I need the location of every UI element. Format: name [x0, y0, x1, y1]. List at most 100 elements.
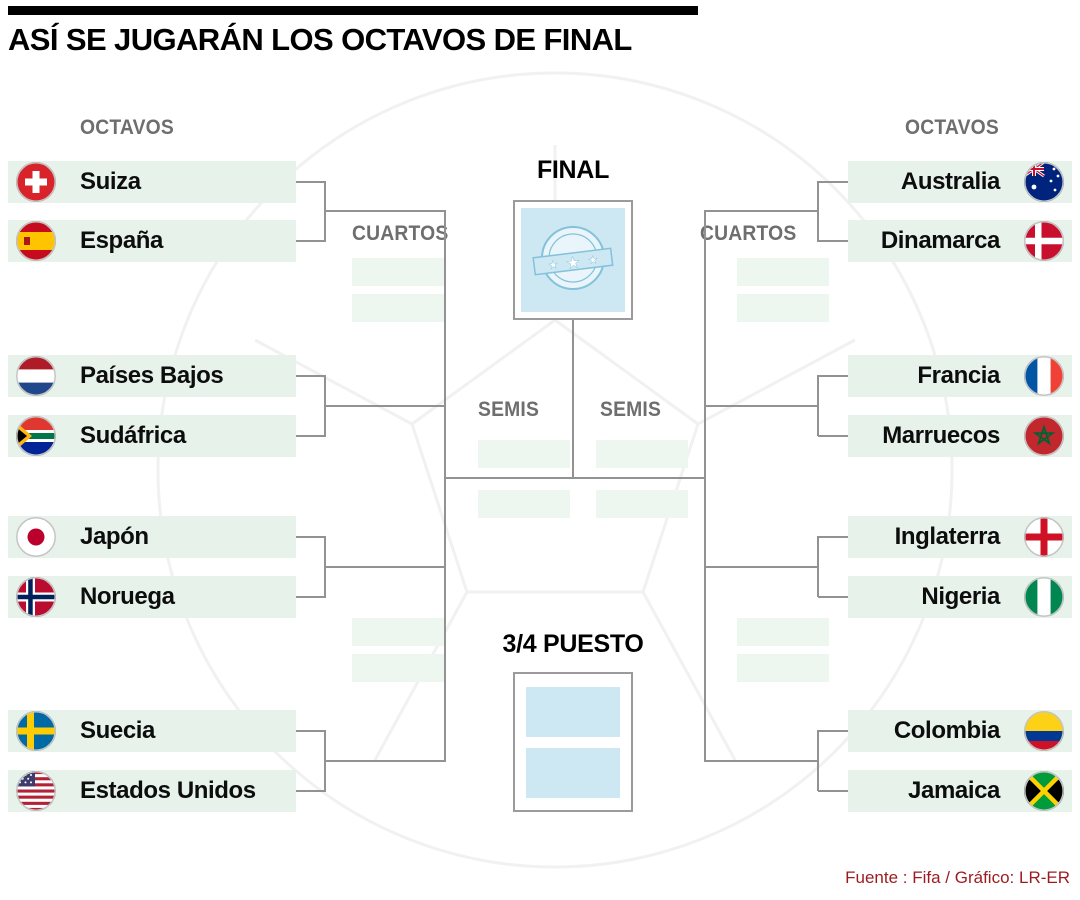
- team-name: Colombia: [893, 717, 1001, 744]
- bracket-line: [818, 240, 848, 242]
- bracket-line: [296, 790, 326, 792]
- third-place-box: [513, 672, 633, 812]
- cuartos-slot: [352, 294, 444, 322]
- bracket-line: [324, 760, 446, 762]
- cuartos-slot: [352, 258, 444, 286]
- sweden-flag-icon: [16, 711, 56, 751]
- bracket-line: [444, 210, 446, 762]
- team-name: Sudáfrica: [80, 422, 186, 449]
- semis-right-label: SEMIS: [600, 398, 662, 421]
- bracket-line: [444, 477, 706, 479]
- bracket-line: [296, 375, 326, 377]
- cuartos-slot: [737, 618, 829, 646]
- bracket-line: [296, 435, 326, 437]
- bracket-line: [705, 210, 819, 212]
- cuartos-slot: [737, 294, 829, 322]
- team-row-jamaica: Jamaica: [848, 770, 1072, 812]
- trophy-badge-icon: ★ ★ ★: [521, 208, 625, 312]
- semis-slot: [478, 440, 570, 468]
- team-name: Inglaterra: [894, 523, 1001, 550]
- team-name: Francia: [917, 362, 1000, 389]
- bracket-line: [324, 566, 446, 568]
- bracket-line: [818, 790, 848, 792]
- cuartos-right-label: CUARTOS: [700, 222, 797, 245]
- cuartos-slot: [352, 654, 444, 682]
- bracket-line: [705, 405, 819, 407]
- bracket-line: [818, 596, 848, 598]
- semis-left-label: SEMIS: [478, 398, 540, 421]
- team-row-noruega: Noruega: [8, 576, 296, 618]
- japan-flag-icon: [16, 517, 56, 557]
- team-name: Jamaica: [908, 777, 1000, 804]
- team-row-inglaterra: Inglaterra: [848, 516, 1072, 558]
- bracket-line: [572, 320, 574, 478]
- cuartos-left-label: CUARTOS: [352, 222, 449, 245]
- morocco-flag-icon: [1024, 416, 1064, 456]
- team-row-marruecos: Marruecos: [848, 415, 1072, 457]
- team-row-nigeria: Nigeria: [848, 576, 1072, 618]
- octavos-right-label: OCTAVOS: [905, 116, 999, 139]
- team-name: España: [80, 227, 163, 254]
- bracket-line: [818, 435, 848, 437]
- bracket-line: [704, 210, 706, 762]
- cuartos-slot: [737, 654, 829, 682]
- team-row-suiza: Suiza: [8, 161, 296, 203]
- svg-text:★: ★: [548, 259, 559, 272]
- source-credit: Fuente : Fifa / Gráfico: LR-ER: [845, 868, 1070, 887]
- england-flag-icon: [1024, 517, 1064, 557]
- team-row-estados-unidos: Estados Unidos: [8, 770, 296, 812]
- spain-flag-icon: [16, 221, 56, 261]
- bracket-line: [296, 181, 326, 183]
- team-row-espana: España: [8, 220, 296, 262]
- semis-slot: [596, 490, 688, 518]
- colombia-flag-icon: [1024, 711, 1064, 751]
- team-name: Dinamarca: [880, 227, 1001, 254]
- bracket-line: [296, 536, 326, 538]
- final-label: FINAL: [536, 156, 610, 184]
- usa-flag-icon: [16, 771, 56, 811]
- cuartos-slot: [352, 618, 444, 646]
- team-row-dinamarca: Dinamarca: [848, 220, 1072, 262]
- australia-flag-icon: [1024, 162, 1064, 202]
- team-name: Suecia: [80, 717, 155, 744]
- team-row-suecia: Suecia: [8, 710, 296, 752]
- third-place-slot: [526, 748, 620, 798]
- jamaica-flag-icon: [1024, 771, 1064, 811]
- team-row-australia: Australia: [848, 161, 1072, 203]
- team-row-paises-bajos: Países Bajos: [8, 355, 296, 397]
- team-name: Nigeria: [921, 583, 1000, 610]
- bracket-line: [324, 210, 446, 212]
- bracket-line: [705, 760, 819, 762]
- bracket-line: [705, 566, 819, 568]
- bracket-line: [324, 405, 446, 407]
- team-name: Estados Unidos: [80, 777, 256, 804]
- team-name: Países Bajos: [80, 362, 224, 389]
- team-name: Marruecos: [882, 422, 1000, 449]
- semis-slot: [478, 490, 570, 518]
- team-row-francia: Francia: [848, 355, 1072, 397]
- octavos-left-label: OCTAVOS: [80, 116, 174, 139]
- norway-flag-icon: [16, 577, 56, 617]
- team-row-sudafrica: Sudáfrica: [8, 415, 296, 457]
- switzerland-flag-icon: [16, 162, 56, 202]
- france-flag-icon: [1024, 356, 1064, 396]
- bracket-line: [818, 536, 848, 538]
- south-africa-flag-icon: [16, 416, 56, 456]
- nigeria-flag-icon: [1024, 577, 1064, 617]
- team-row-colombia: Colombia: [848, 710, 1072, 752]
- bracket-line: [818, 181, 848, 183]
- page-title: ASÍ SE JUGARÁN LOS OCTAVOS DE FINAL: [8, 22, 632, 57]
- team-name: Noruega: [80, 583, 175, 610]
- final-box: ★ ★ ★: [513, 200, 633, 320]
- team-name: Japón: [80, 523, 149, 550]
- semis-slot: [596, 440, 688, 468]
- cuartos-slot: [737, 258, 829, 286]
- third-place-slot: [526, 687, 620, 737]
- third-place-label: 3/4 PUESTO: [502, 630, 644, 658]
- title-bar-rule: [8, 6, 698, 15]
- denmark-flag-icon: [1024, 221, 1064, 261]
- bracket-line: [818, 730, 848, 732]
- bracket-line: [296, 240, 326, 242]
- bracket-line: [296, 730, 326, 732]
